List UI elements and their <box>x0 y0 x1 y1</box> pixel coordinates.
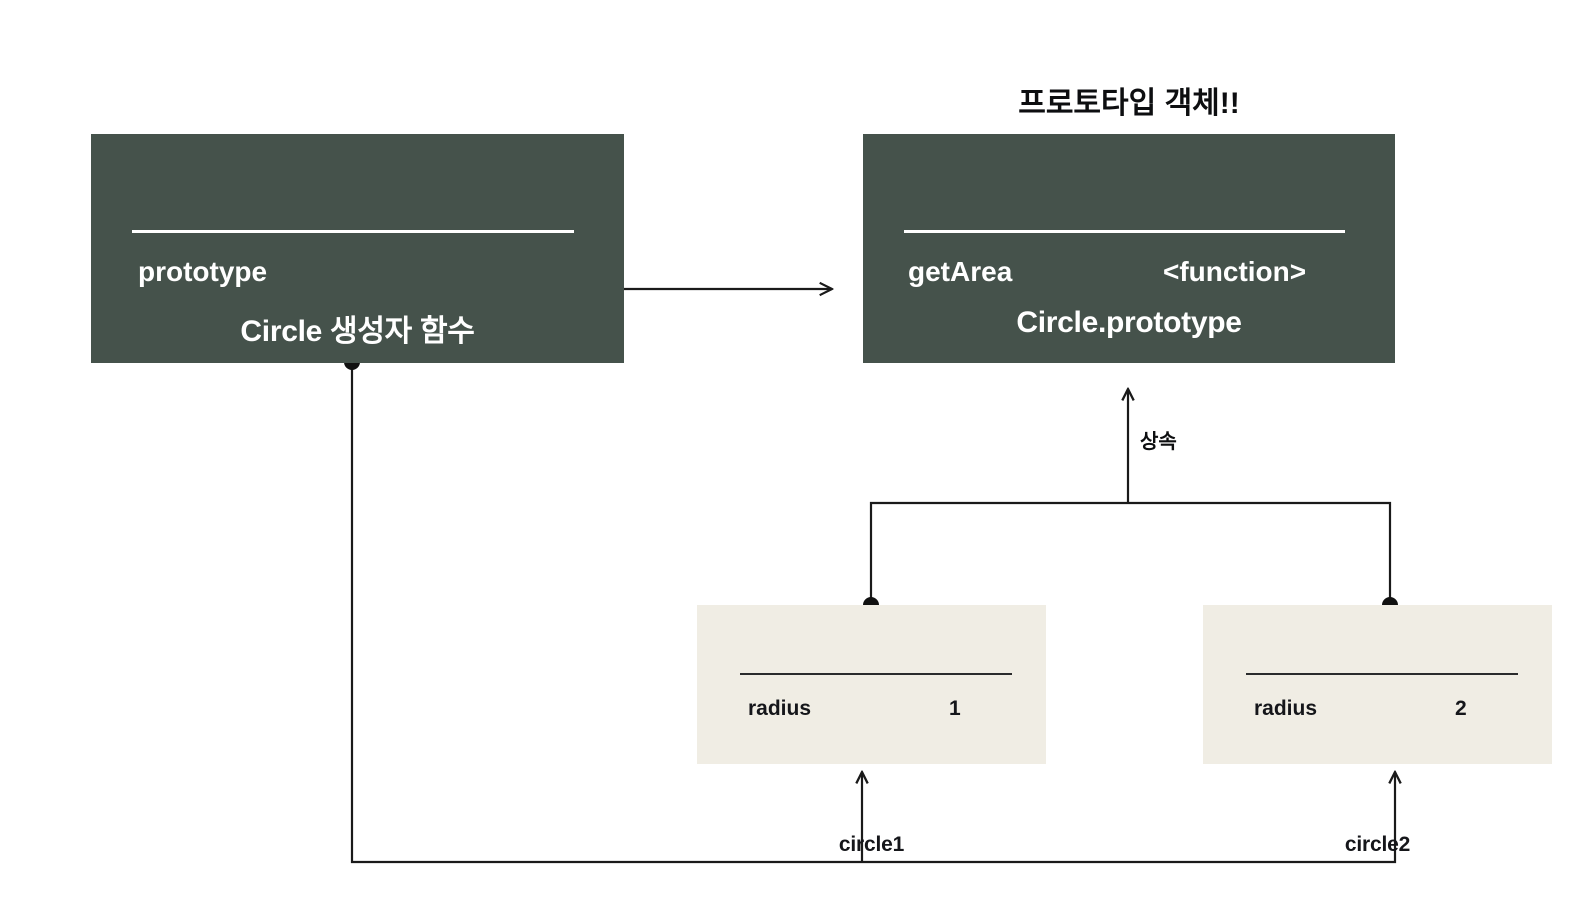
circle1-title: circle1 <box>838 833 905 856</box>
circle-constructor-title: Circle 생성자 함수 <box>240 315 475 348</box>
circle-prototype-box: Circle.prototype getArea <function> <box>863 134 1395 363</box>
row-value-radius: 1 <box>949 697 961 720</box>
circle-prototype-title: Circle.prototype <box>1016 306 1242 339</box>
edge-inheritance-bracket <box>863 389 1398 613</box>
row-key-prototype: prototype <box>138 256 268 287</box>
divider-rule <box>740 673 1012 675</box>
inheritance-label: 상속 <box>1140 431 1177 453</box>
circle2-instance-box: circle2 radius 2 <box>1203 605 1552 856</box>
divider-rule <box>132 230 574 233</box>
row-key-radius: radius <box>1254 697 1318 720</box>
row-key-getarea: getArea <box>908 256 1013 287</box>
row-value-getarea: <function> <box>1163 256 1307 287</box>
circle2-title: circle2 <box>1344 833 1411 856</box>
prototype-object-caption: 프로토타입 객체!! <box>1018 87 1240 120</box>
circle-constructor-box: Circle 생성자 함수 prototype <box>91 134 624 363</box>
row-value-radius: 2 <box>1455 697 1467 720</box>
circle1-instance-box: circle1 radius 1 <box>697 605 1046 856</box>
divider-rule <box>1246 673 1518 675</box>
divider-rule <box>904 230 1345 233</box>
row-key-radius: radius <box>748 697 812 720</box>
